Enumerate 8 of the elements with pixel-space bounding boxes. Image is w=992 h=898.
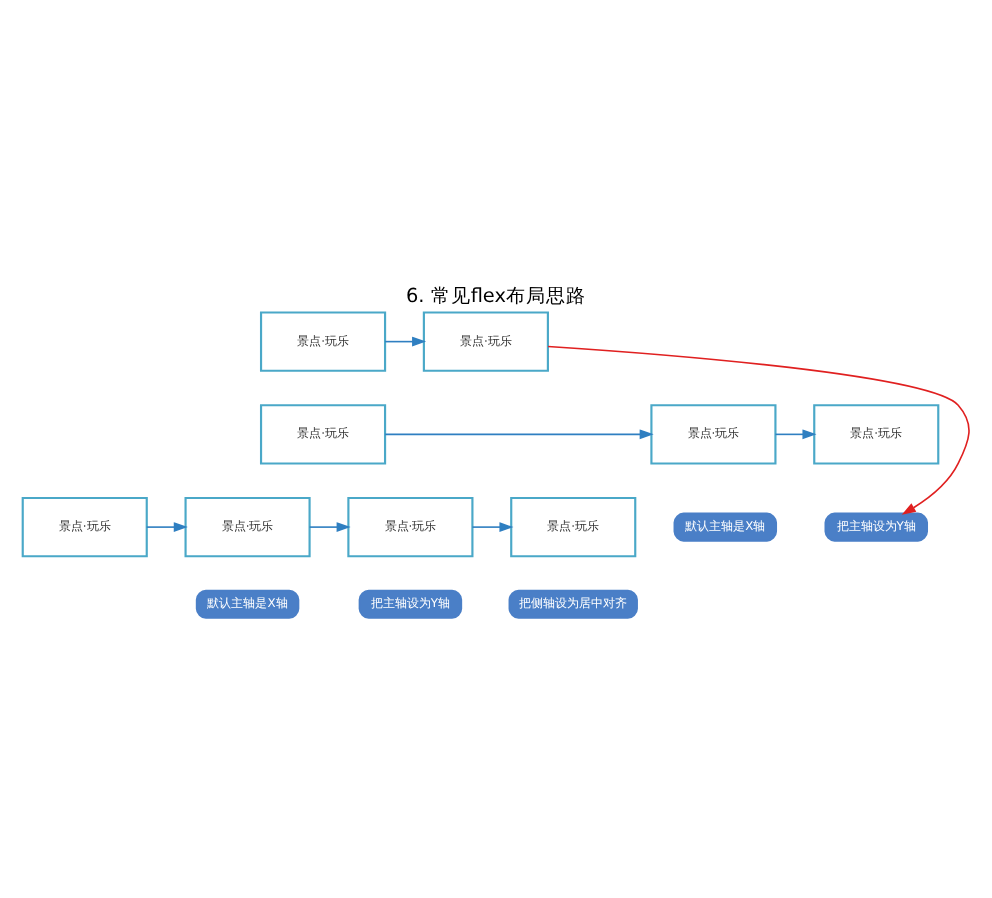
arrow [774,428,817,439]
arrow [145,521,188,532]
arrow [471,521,514,532]
arrow [308,521,351,532]
arrow [384,335,427,346]
arrow [547,344,970,514]
diagram-title: 6. 常见flex布局思路 [406,285,586,308]
arrow [384,428,654,439]
